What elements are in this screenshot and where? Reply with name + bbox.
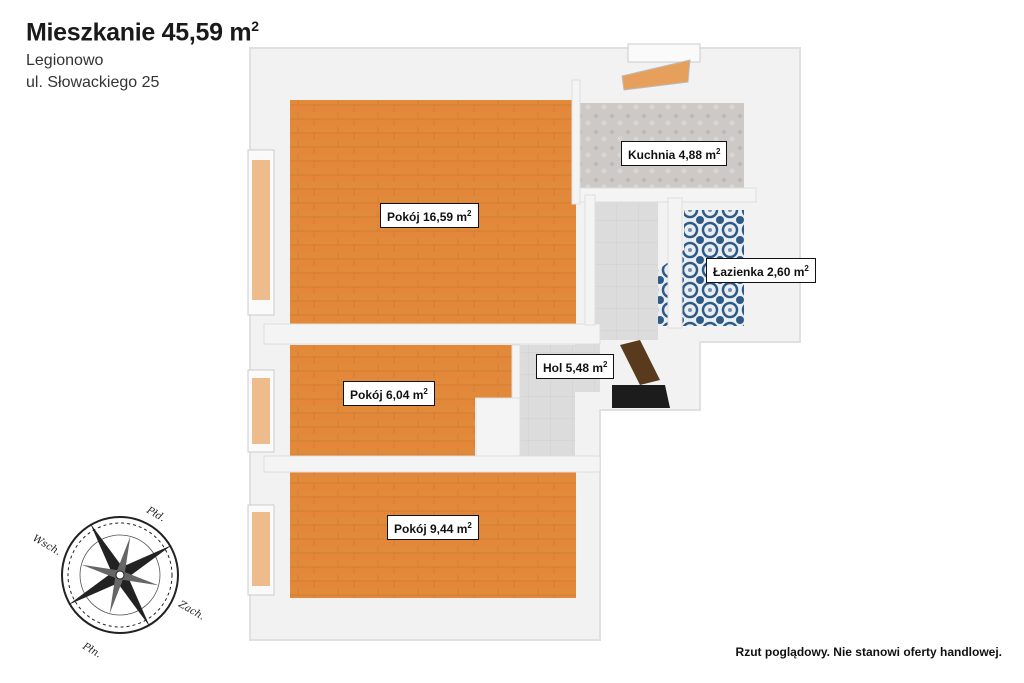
kitchen-window	[621, 43, 701, 91]
compass-label-north: Płd.	[144, 505, 167, 525]
disclaimer-text: Rzut poglądowy. Nie stanowi oferty handl…	[735, 645, 1002, 659]
room-label-hall: Hol 5,48 m2	[536, 354, 615, 379]
compass-label-east: Zach.	[176, 599, 207, 623]
city-label: Legionowo	[26, 52, 104, 69]
entry-cabinet	[612, 385, 670, 408]
compass-label-south: Płn.	[80, 641, 103, 661]
room-label-kitchen: Kuchnia 4,88 m2	[621, 141, 728, 166]
room-label-bedroom: Pokój 9,44 m2	[387, 515, 479, 540]
inner-walls	[263, 79, 757, 473]
room-label-bathroom: Łazienka 2,60 m2	[706, 258, 816, 283]
windows-left	[247, 149, 275, 596]
compass-rose	[61, 516, 179, 634]
compass-label-west: Wsch.	[31, 533, 63, 558]
room-label-living: Pokój 16,59 m2	[380, 203, 479, 228]
address-label: ul. Słowackiego 25	[26, 74, 160, 91]
room-label-small: Pokój 6,04 m2	[343, 381, 435, 406]
page-title: Mieszkanie 45,59 m2	[26, 18, 259, 47]
